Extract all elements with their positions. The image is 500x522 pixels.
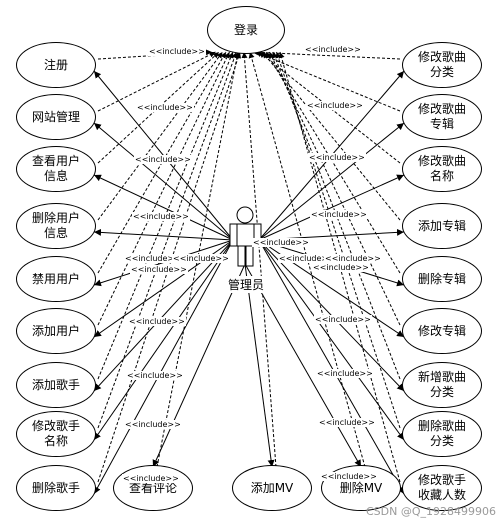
include-label-extra-1: <<include>>: [124, 254, 182, 263]
association-add-singer: [93, 239, 234, 392]
include-label-extra-4: <<include>>: [324, 254, 382, 263]
association-delete-user-info: [93, 228, 234, 241]
include-add-user: [97, 51, 230, 326]
include-label-edit-song-name: <<include>>: [308, 153, 366, 162]
include-label-delete-album: <<include>>: [312, 263, 370, 272]
include-delete-user-info: [97, 51, 223, 221]
use-case-add-song-category[interactable]: 新增歌曲 分类: [402, 362, 482, 408]
association-add-mv: [244, 263, 275, 468]
use-case-edit-song-album[interactable]: 修改歌曲 专辑: [402, 94, 482, 140]
include-label-delete-song-category: <<include>>: [318, 418, 376, 427]
use-case-edit-album[interactable]: 修改专辑: [402, 308, 482, 354]
include-label-edit-singer-name: <<include>>: [124, 420, 182, 429]
include-add-album: [262, 51, 401, 221]
use-case-add-user[interactable]: 添加用户: [16, 308, 96, 354]
association-delete-mv: [244, 263, 362, 468]
include-label-delete-singer: <<include>>: [122, 474, 180, 483]
include-label-add-user: <<include>>: [128, 317, 186, 326]
include-label-add-singer: <<include>>: [126, 371, 184, 380]
association-edit-singer-name: [93, 239, 234, 441]
use-case-edit-singer-name[interactable]: 修改歌手 名称: [16, 411, 96, 457]
include-delete-song-category: [275, 51, 401, 429]
association-edit-singer-favorites: [258, 239, 405, 495]
include-edit-singer-favorites: [278, 51, 401, 483]
include-label-extra-2: <<include>>: [172, 254, 230, 263]
include-label-register: <<include>>: [148, 47, 206, 56]
association-view-user-info: [93, 174, 234, 241]
include-label-edit-singer-favorites: <<include>>: [320, 472, 378, 481]
include-label-add-song-category: <<include>>: [316, 369, 374, 378]
association-view-comments: [152, 263, 246, 468]
use-case-delete-album[interactable]: 删除专辑: [402, 256, 482, 302]
include-label-edit-song-category: <<include>>: [304, 45, 362, 54]
include-label-ban-user: <<include>>: [130, 265, 188, 274]
use-case-edit-song-category[interactable]: 修改歌曲 分类: [402, 42, 482, 88]
use-case-add-album[interactable]: 添加专辑: [402, 203, 482, 249]
include-label-site-manage: <<include>>: [136, 103, 194, 112]
include-label-extra-5: <<include>>: [252, 238, 310, 247]
include-label-view-user-info: <<include>>: [134, 155, 192, 164]
use-case-site-manage[interactable]: 网站管理: [16, 94, 96, 140]
include-site-manage: [97, 51, 216, 112]
include-label-add-album: <<include>>: [310, 210, 368, 219]
use-case-delete-song-category[interactable]: 删除歌曲 分类: [402, 411, 482, 457]
include-label-edit-song-album: <<include>>: [306, 101, 364, 110]
association-delete-song-category: [258, 239, 405, 441]
use-case-add-singer[interactable]: 添加歌手: [16, 362, 96, 408]
use-case-add-mv[interactable]: 添加MV: [232, 465, 312, 511]
use-case-edit-song-name[interactable]: 修改歌曲 名称: [402, 146, 482, 192]
use-case-register[interactable]: 注册: [16, 42, 96, 88]
use-case-delete-singer[interactable]: 删除歌手: [16, 465, 96, 511]
association-site-manage: [93, 122, 234, 241]
actor-icon: [229, 206, 262, 267]
use-case-login[interactable]: 登录: [207, 6, 285, 54]
association-edit-song-name: [258, 174, 405, 241]
use-case-view-user-info[interactable]: 查看用户 信息: [16, 146, 96, 192]
use-case-ban-user[interactable]: 禁用用户: [16, 256, 96, 302]
include-label-delete-user-info: <<include>>: [132, 212, 190, 221]
watermark: CSDN @Q_1928499906: [365, 505, 496, 518]
use-case-view-comments[interactable]: 查看评论: [113, 465, 193, 511]
include-label-edit-album: <<include>>: [314, 315, 372, 324]
use-case-edit-singer-favorites[interactable]: 修改歌手 收藏人数: [402, 465, 482, 511]
association-delete-singer: [93, 239, 234, 495]
association-edit-song-album: [258, 122, 405, 241]
include-edit-singer-name: [97, 51, 238, 429]
use-case-delete-user-info[interactable]: 删除用户 信息: [16, 203, 96, 249]
include-label-extra-3: <<include>>: [278, 254, 336, 263]
include-add-mv: [241, 51, 277, 468]
actor-label: 管理员: [227, 276, 266, 293]
